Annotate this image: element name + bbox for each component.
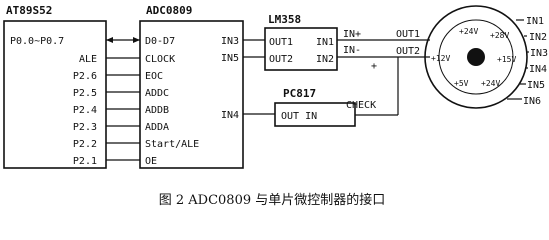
opto-block — [274, 102, 356, 127]
opto-title: PC817 — [283, 87, 316, 100]
mcu-pin-p0: P0.0~P0.7 — [10, 36, 64, 47]
sensor-input-6: IN6 — [523, 96, 541, 107]
signal-out1: OUT1 — [396, 29, 420, 40]
adc-pin-clock: CLOCK — [145, 54, 175, 65]
signal-in-minus: IN- — [343, 45, 361, 56]
circuit-diagram: AT89S52 P0.0~P0.7 ALE P2.6 P2.5 P2.4 P2.… — [3, 4, 548, 208]
mcu-pin-p21: P2.1 — [73, 156, 97, 167]
amp-block — [264, 27, 338, 71]
adc-pin-in5: IN5 — [221, 53, 239, 64]
amp-pin-out1: OUT1 — [269, 37, 293, 48]
adc-amp-wires — [243, 39, 275, 115]
mcu-pin-p25: P2.5 — [73, 88, 97, 99]
diagram-canvas: AT89S52 P0.0~P0.7 ALE P2.6 P2.5 P2.4 P2.… — [3, 4, 549, 208]
sensor-input-2: IN2 — [529, 32, 547, 43]
sensor-voltage-6: +24V — [481, 79, 500, 88]
sensor-input-4: IN4 — [529, 64, 547, 75]
adc-pin-in3: IN3 — [221, 36, 239, 47]
mcu-block — [3, 20, 107, 169]
sensor-voltage-1: +24V — [459, 27, 478, 36]
amp-sensor-wires — [337, 39, 430, 116]
sensor-input-3: IN3 — [530, 48, 548, 59]
adc-title: ADC0809 — [146, 4, 192, 17]
sensor-center — [467, 48, 485, 66]
adc-pin-d0d7: D0-D7 — [145, 36, 175, 47]
mcu-pin-p23: P2.3 — [73, 122, 97, 133]
mcu-pin-p22: P2.2 — [73, 139, 97, 150]
opto-label: OUT IN — [281, 111, 317, 122]
sensor-voltage-4: +15V — [497, 55, 516, 64]
adc-pin-in4: IN4 — [221, 110, 239, 121]
sensor-voltage-5: +5V — [454, 79, 469, 88]
adc-pin-adda: ADDA — [145, 122, 169, 133]
amp-pin-in2: IN2 — [316, 54, 334, 65]
sensor-voltage-3: +12V — [431, 54, 450, 63]
mcu-pin-ale: ALE — [79, 54, 97, 65]
mcu-title: AT89S52 — [6, 4, 52, 17]
mcu-pin-p26: P2.6 — [73, 71, 97, 82]
adc-pin-addc: ADDC — [145, 88, 169, 99]
amp-pin-out2: OUT2 — [269, 54, 293, 65]
adc-pin-eoc: EOC — [145, 71, 163, 82]
sensor-input-5: IN5 — [527, 80, 545, 91]
sensor-disc — [424, 5, 528, 109]
signal-in-plus: IN+ — [343, 29, 361, 40]
adc-pin-addb: ADDB — [145, 105, 169, 116]
mcu-adc-bus — [106, 37, 140, 161]
sensor-output-lines — [507, 19, 529, 100]
amp-pin-in1: IN1 — [316, 37, 334, 48]
signal-out2: OUT2 — [396, 46, 420, 57]
opto-check: CHECK — [346, 100, 376, 111]
sensor-voltage-2: +28V — [490, 31, 509, 40]
figure-caption: 图 2 ADC0809 与单片微控制器的接口 — [159, 192, 386, 208]
adc-pin-oe: OE — [145, 156, 157, 167]
sensor-input-1: IN1 — [526, 16, 544, 27]
signal-plus: + — [371, 61, 377, 72]
amp-title: LM358 — [268, 13, 301, 26]
adc-pin-start-ale: Start/ALE — [145, 139, 199, 150]
mcu-pin-p24: P2.4 — [73, 105, 97, 116]
adc-block — [139, 20, 244, 169]
